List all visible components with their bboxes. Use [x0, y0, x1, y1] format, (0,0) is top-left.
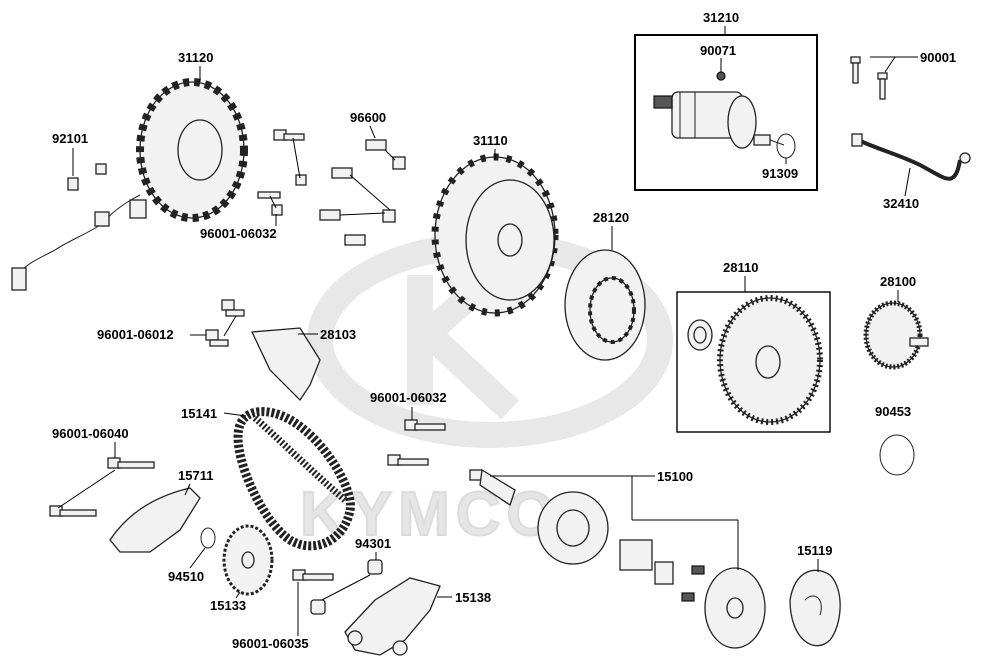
starter-motor-part[interactable]: [653, 91, 785, 149]
label-94510: 94510: [168, 569, 204, 584]
dowel-pin-94301[interactable]: [310, 559, 383, 615]
oil-pump-chain-15141[interactable]: [233, 407, 355, 551]
label-15711: 15711: [178, 468, 213, 483]
o-ring-90453[interactable]: [879, 434, 915, 476]
bolt-set-96001-06040[interactable]: [49, 457, 155, 517]
bolt-set-96001-06012[interactable]: [205, 299, 245, 347]
starter-bolt-90071[interactable]: [716, 71, 726, 81]
label-90453: 90453: [875, 404, 911, 419]
bolt-92101[interactable]: [67, 163, 107, 191]
starter-clutch-28120[interactable]: [564, 249, 646, 361]
label-28110: 28110: [723, 260, 758, 275]
label-32410: 32410: [883, 196, 919, 211]
starter-cable-32410[interactable]: [851, 133, 971, 181]
label-15119: 15119: [797, 543, 832, 558]
label-28120: 28120: [593, 210, 629, 225]
starter-motor-group-box: [634, 34, 818, 191]
chain-tensioner-guide-28103[interactable]: [251, 327, 321, 402]
bolt-90001-b[interactable]: [877, 72, 888, 100]
label-94301: 94301: [355, 536, 391, 551]
bolt-90001-a[interactable]: [850, 56, 861, 84]
label-96001-06035: 96001-06035: [232, 636, 309, 651]
label-15138: 15138: [455, 590, 491, 605]
label-96001-06012: 96001-06012: [97, 327, 174, 342]
driven-gear-group-box: [676, 291, 831, 433]
label-90001: 90001: [920, 50, 956, 65]
bolt-set-96600[interactable]: [319, 139, 406, 246]
label-96001-06032-a: 96001-06032: [200, 226, 277, 241]
label-31210: 31210: [703, 10, 739, 25]
flywheel-rotor-31110[interactable]: [431, 153, 559, 317]
label-96600: 96600: [350, 110, 386, 125]
label-31120: 31120: [178, 50, 213, 65]
driven-gear-28110[interactable]: [687, 295, 823, 425]
label-31110: 31110: [473, 133, 508, 148]
label-96001-06032-b: 96001-06032: [370, 390, 447, 405]
drive-sprocket-15133[interactable]: [222, 524, 274, 596]
label-91309: 91309: [762, 166, 798, 181]
label-15133: 15133: [210, 598, 246, 613]
circlip-94510[interactable]: [200, 527, 216, 549]
bolt-set-stator[interactable]: [257, 129, 307, 216]
label-15100: 15100: [657, 469, 693, 484]
bolt-96001-06035[interactable]: [292, 569, 334, 581]
label-90071: 90071: [700, 43, 736, 58]
bolt-set-96001-06032-b[interactable]: [387, 419, 446, 466]
oil-pump-assembly-15100[interactable]: [469, 468, 766, 649]
label-28100: 28100: [880, 274, 916, 289]
label-28103: 28103: [320, 327, 356, 342]
chain-cover-15711[interactable]: [109, 487, 201, 553]
label-96001-06040: 96001-06040: [52, 426, 129, 441]
label-15141: 15141: [181, 406, 217, 421]
oil-pump-plate-15119[interactable]: [789, 569, 841, 647]
stator-coil-31120[interactable]: [11, 78, 248, 291]
o-ring-91309[interactable]: [776, 133, 796, 159]
label-92101: 92101: [52, 131, 88, 146]
idle-gear-28100[interactable]: [863, 300, 929, 370]
oil-pump-bracket-15138[interactable]: [344, 577, 441, 656]
